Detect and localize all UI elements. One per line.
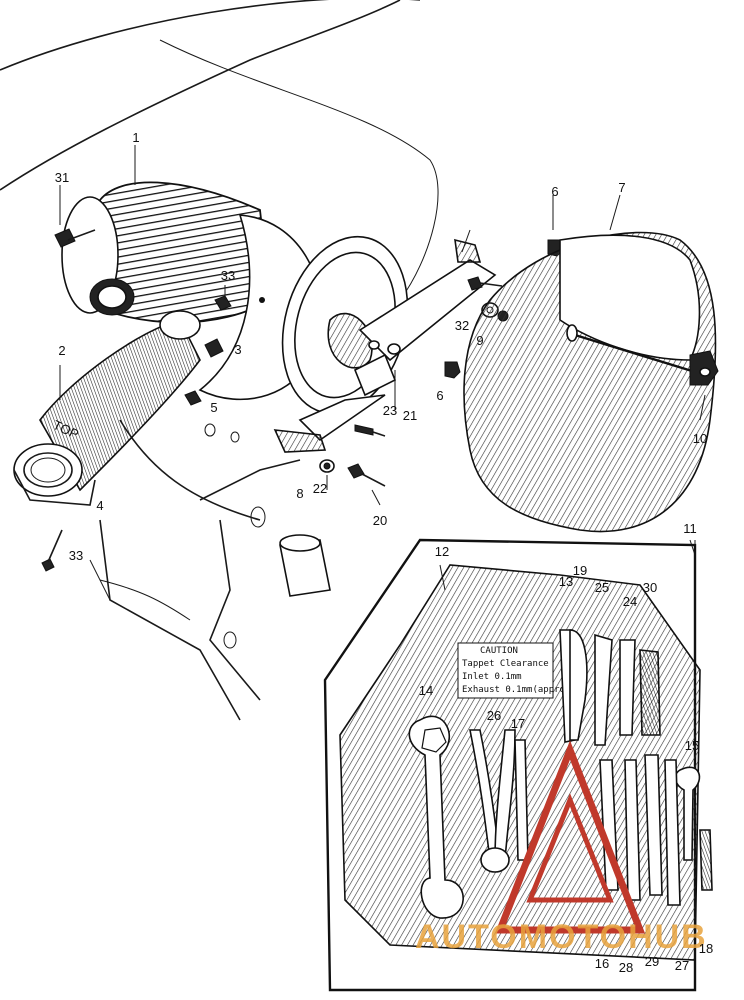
callout-25-c25: 25 bbox=[595, 580, 609, 595]
callout-6-c6a: 6 bbox=[551, 184, 558, 199]
mounting-bracket bbox=[273, 238, 503, 453]
intake-boot: TOP bbox=[13, 310, 201, 506]
caution-label: CAUTION Tappet Clearance Inlet 0.1mm Exh… bbox=[457, 642, 576, 699]
callout-18-c18: 18 bbox=[699, 941, 713, 956]
callout-28-c28: 28 bbox=[619, 960, 633, 975]
frame-outline bbox=[0, 0, 439, 721]
clamp-parts bbox=[41, 228, 232, 572]
callout-4-c4: 4 bbox=[96, 498, 103, 513]
callout-24-c24: 24 bbox=[623, 594, 637, 609]
callout-16-c16: 16 bbox=[595, 956, 609, 971]
callout-1-c1: 1 bbox=[132, 130, 139, 145]
callout-21-c21: 21 bbox=[403, 408, 417, 423]
callout-8-c8: 8 bbox=[296, 486, 303, 501]
callout-12-c12: 12 bbox=[435, 544, 449, 559]
callout-23-c23: 23 bbox=[383, 403, 397, 418]
callout-13-c13: 13 bbox=[559, 574, 573, 589]
callout-5-c5: 5 bbox=[210, 400, 217, 415]
callout-26-c26: 26 bbox=[487, 708, 501, 723]
spacer-tube bbox=[279, 534, 331, 597]
callout-15-c15: 15 bbox=[685, 738, 699, 753]
callout-29-c29: 29 bbox=[645, 954, 659, 969]
callout-2-c2: 2 bbox=[58, 343, 65, 358]
callout-17-c17: 17 bbox=[511, 716, 525, 731]
callout-32-c32: 32 bbox=[455, 318, 469, 333]
callout-7-c7: 7 bbox=[618, 180, 625, 195]
callout-11-c11: 11 bbox=[683, 521, 697, 536]
caution-line-2: Inlet 0.1mm bbox=[462, 672, 522, 682]
boot-clamp-ring bbox=[159, 310, 201, 340]
leader-lines bbox=[59, 145, 706, 556]
callout-31-c31: 31 bbox=[55, 170, 69, 185]
callout-33-c33a: 33 bbox=[221, 268, 235, 283]
side-cover bbox=[463, 231, 719, 533]
callout-9-c9: 9 bbox=[476, 333, 483, 348]
caution-line-1: Tappet Clearance bbox=[462, 659, 549, 669]
callout-22-c22: 22 bbox=[313, 481, 327, 496]
callout-27-c27: 27 bbox=[675, 958, 689, 973]
watermark-text: AUTOMOTOHUB bbox=[415, 918, 708, 956]
watermark: AUTOMOTOHUB bbox=[415, 740, 708, 956]
caution-line-3: Exhaust 0.1mm(approx) bbox=[462, 685, 576, 695]
callout-6-c6b: 6 bbox=[436, 388, 443, 403]
callout-19-c19: 19 bbox=[573, 563, 587, 578]
callout-14-c14: 14 bbox=[419, 683, 433, 698]
callout-30-c30: 30 bbox=[643, 580, 657, 595]
callout-33-c33b: 33 bbox=[69, 548, 83, 563]
callout-10-c10: 10 bbox=[693, 431, 707, 446]
callout-20-c20: 20 bbox=[373, 513, 387, 528]
caution-heading: CAUTION bbox=[480, 646, 518, 656]
callout-3-c3: 3 bbox=[234, 342, 241, 357]
